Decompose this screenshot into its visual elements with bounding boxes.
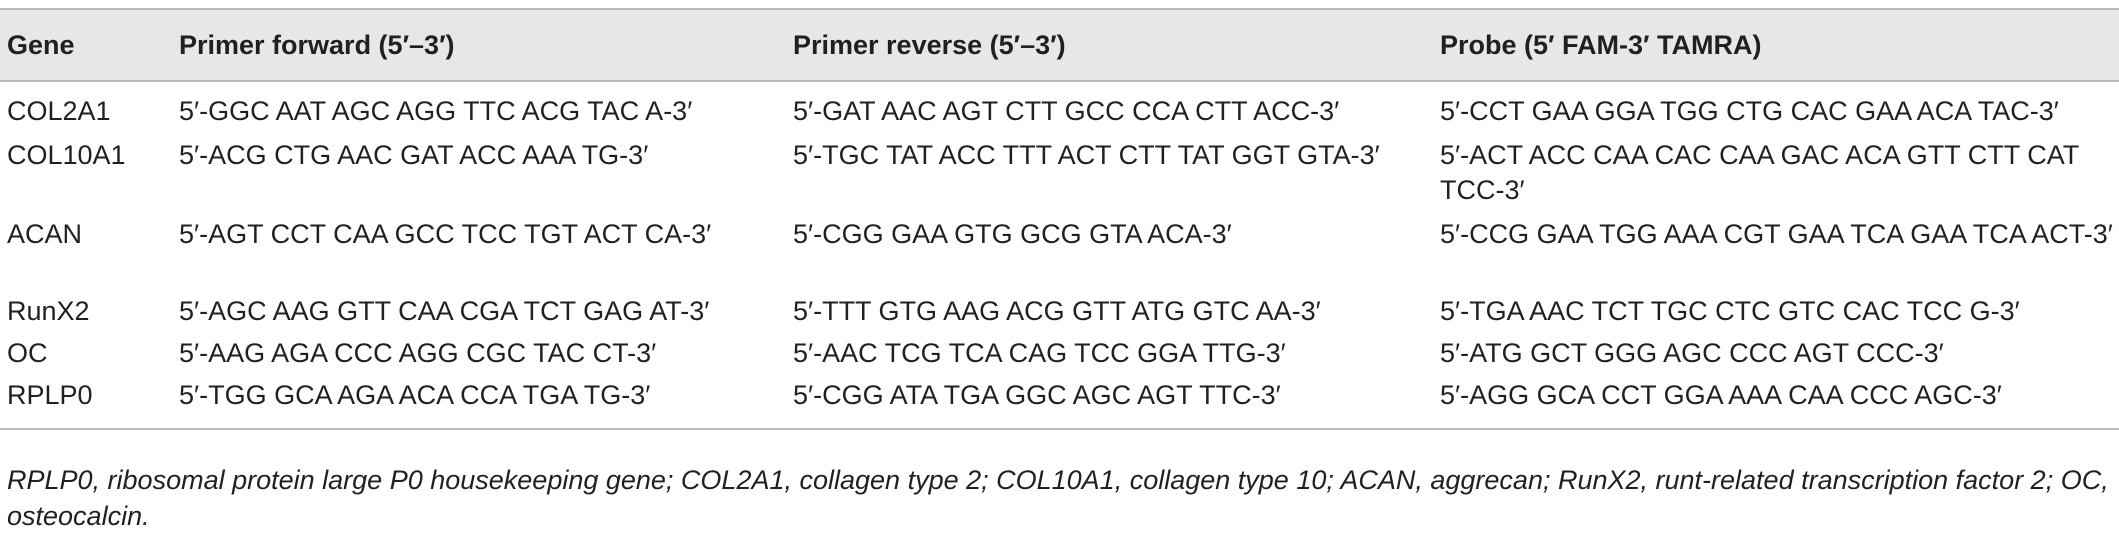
cell-probe: 5′-CCG GAA TGG AAA CGT GAA TCA GAA TCA A… [1440, 219, 2113, 249]
header-probe: Probe (5′ FAM-3′ TAMRA) [1438, 8, 2119, 82]
cell-primer-reverse: 5′-TTT GTG AAG ACG GTT ATG GTC AA-3′ [793, 296, 1321, 326]
cell-primer-reverse: 5′-CGG GAA GTG GCG GTA ACA-3′ [793, 219, 1232, 249]
header-primer-forward: Primer forward (5′–3′) [179, 8, 790, 82]
cell-probe: 5′-ATG GCT GGG AGC CCC AGT CCC-3′ [1440, 338, 1944, 368]
cell-probe: 5′-CCT GAA GGA TGG CTG CAC GAA ACA TAC-3… [1440, 96, 2059, 126]
cell-primer-forward: 5′-GGC AAT AGC AGG TTC ACG TAC A-3′ [179, 96, 693, 126]
cell-primer-reverse: 5′-CGG ATA TGA GGC AGC AGT TTC-3′ [790, 378, 1438, 430]
cell-gene: COL2A1 [7, 96, 111, 126]
header-primer-reverse: Primer reverse (5′–3′) [790, 8, 1438, 82]
table-row: RPLP0 5′-TGG GCA AGA ACA CCA TGA TG-3′ 5… [0, 378, 2119, 430]
table-body: COL2A1 5′-GGC AAT AGC AGG TTC ACG TAC A-… [0, 81, 2119, 430]
cell-primer-forward: 5′-AGT CCT CAA GCC TCC TGT ACT CA-3′ [179, 219, 712, 249]
table-footnote: RPLP0, ribosomal protein large P0 housek… [7, 465, 2109, 531]
cell-probe: 5′-ACT ACC CAA CAC CAA GAC ACA GTT CTT C… [1440, 140, 2079, 205]
table-row: OC 5′-AAG AGA CCC AGG CGC TAC CT-3′ 5′-A… [0, 336, 2119, 378]
cell-gene: OC [7, 338, 48, 368]
header-gene: Gene [0, 8, 179, 82]
table-header: Gene Primer forward (5′–3′) Primer rever… [0, 8, 2119, 82]
cell-primer-reverse: 5′-TGC TAT ACC TTT ACT CTT TAT GGT GTA-3… [793, 140, 1380, 170]
cell-primer-forward: 5′-AAG AGA CCC AGG CGC TAC CT-3′ [179, 338, 657, 368]
primer-probe-table: Gene Primer forward (5′–3′) Primer rever… [0, 8, 2119, 430]
cell-probe: 5′-TGA AAC TCT TGC CTC GTC CAC TCC G-3′ [1440, 296, 2020, 326]
cell-gene: RunX2 [7, 296, 90, 326]
table-row: RunX2 5′-AGC AAG GTT CAA CGA TCT GAG AT-… [0, 294, 2119, 336]
table-row: COL2A1 5′-GGC AAT AGC AGG TTC ACG TAC A-… [0, 81, 2119, 136]
cell-primer-forward: 5′-AGC AAG GTT CAA CGA TCT GAG AT-3′ [179, 296, 710, 326]
cell-primer-reverse: 5′-GAT AAC AGT CTT GCC CCA CTT ACC-3′ [793, 96, 1340, 126]
table-row: COL10A1 5′-ACG CTG AAC GAT ACC AAA TG-3′… [0, 136, 2119, 215]
table-row: ACAN 5′-AGT CCT CAA GCC TCC TGT ACT CA-3… [0, 215, 2119, 294]
cell-gene: COL10A1 [7, 140, 126, 170]
cell-primer-forward: 5′-TGG GCA AGA ACA CCA TGA TG-3′ [179, 378, 790, 430]
cell-probe: 5′-AGG GCA CCT GGA AAA CAA CCC AGC-3′ [1438, 378, 2119, 430]
cell-primer-forward: 5′-ACG CTG AAC GAT ACC AAA TG-3′ [179, 140, 649, 170]
header-row: Gene Primer forward (5′–3′) Primer rever… [0, 8, 2119, 82]
cell-gene: RPLP0 [0, 378, 179, 430]
cell-primer-reverse: 5′-AAC TCG TCA CAG TCC GGA TTG-3′ [793, 338, 1286, 368]
cell-gene: ACAN [7, 219, 83, 249]
